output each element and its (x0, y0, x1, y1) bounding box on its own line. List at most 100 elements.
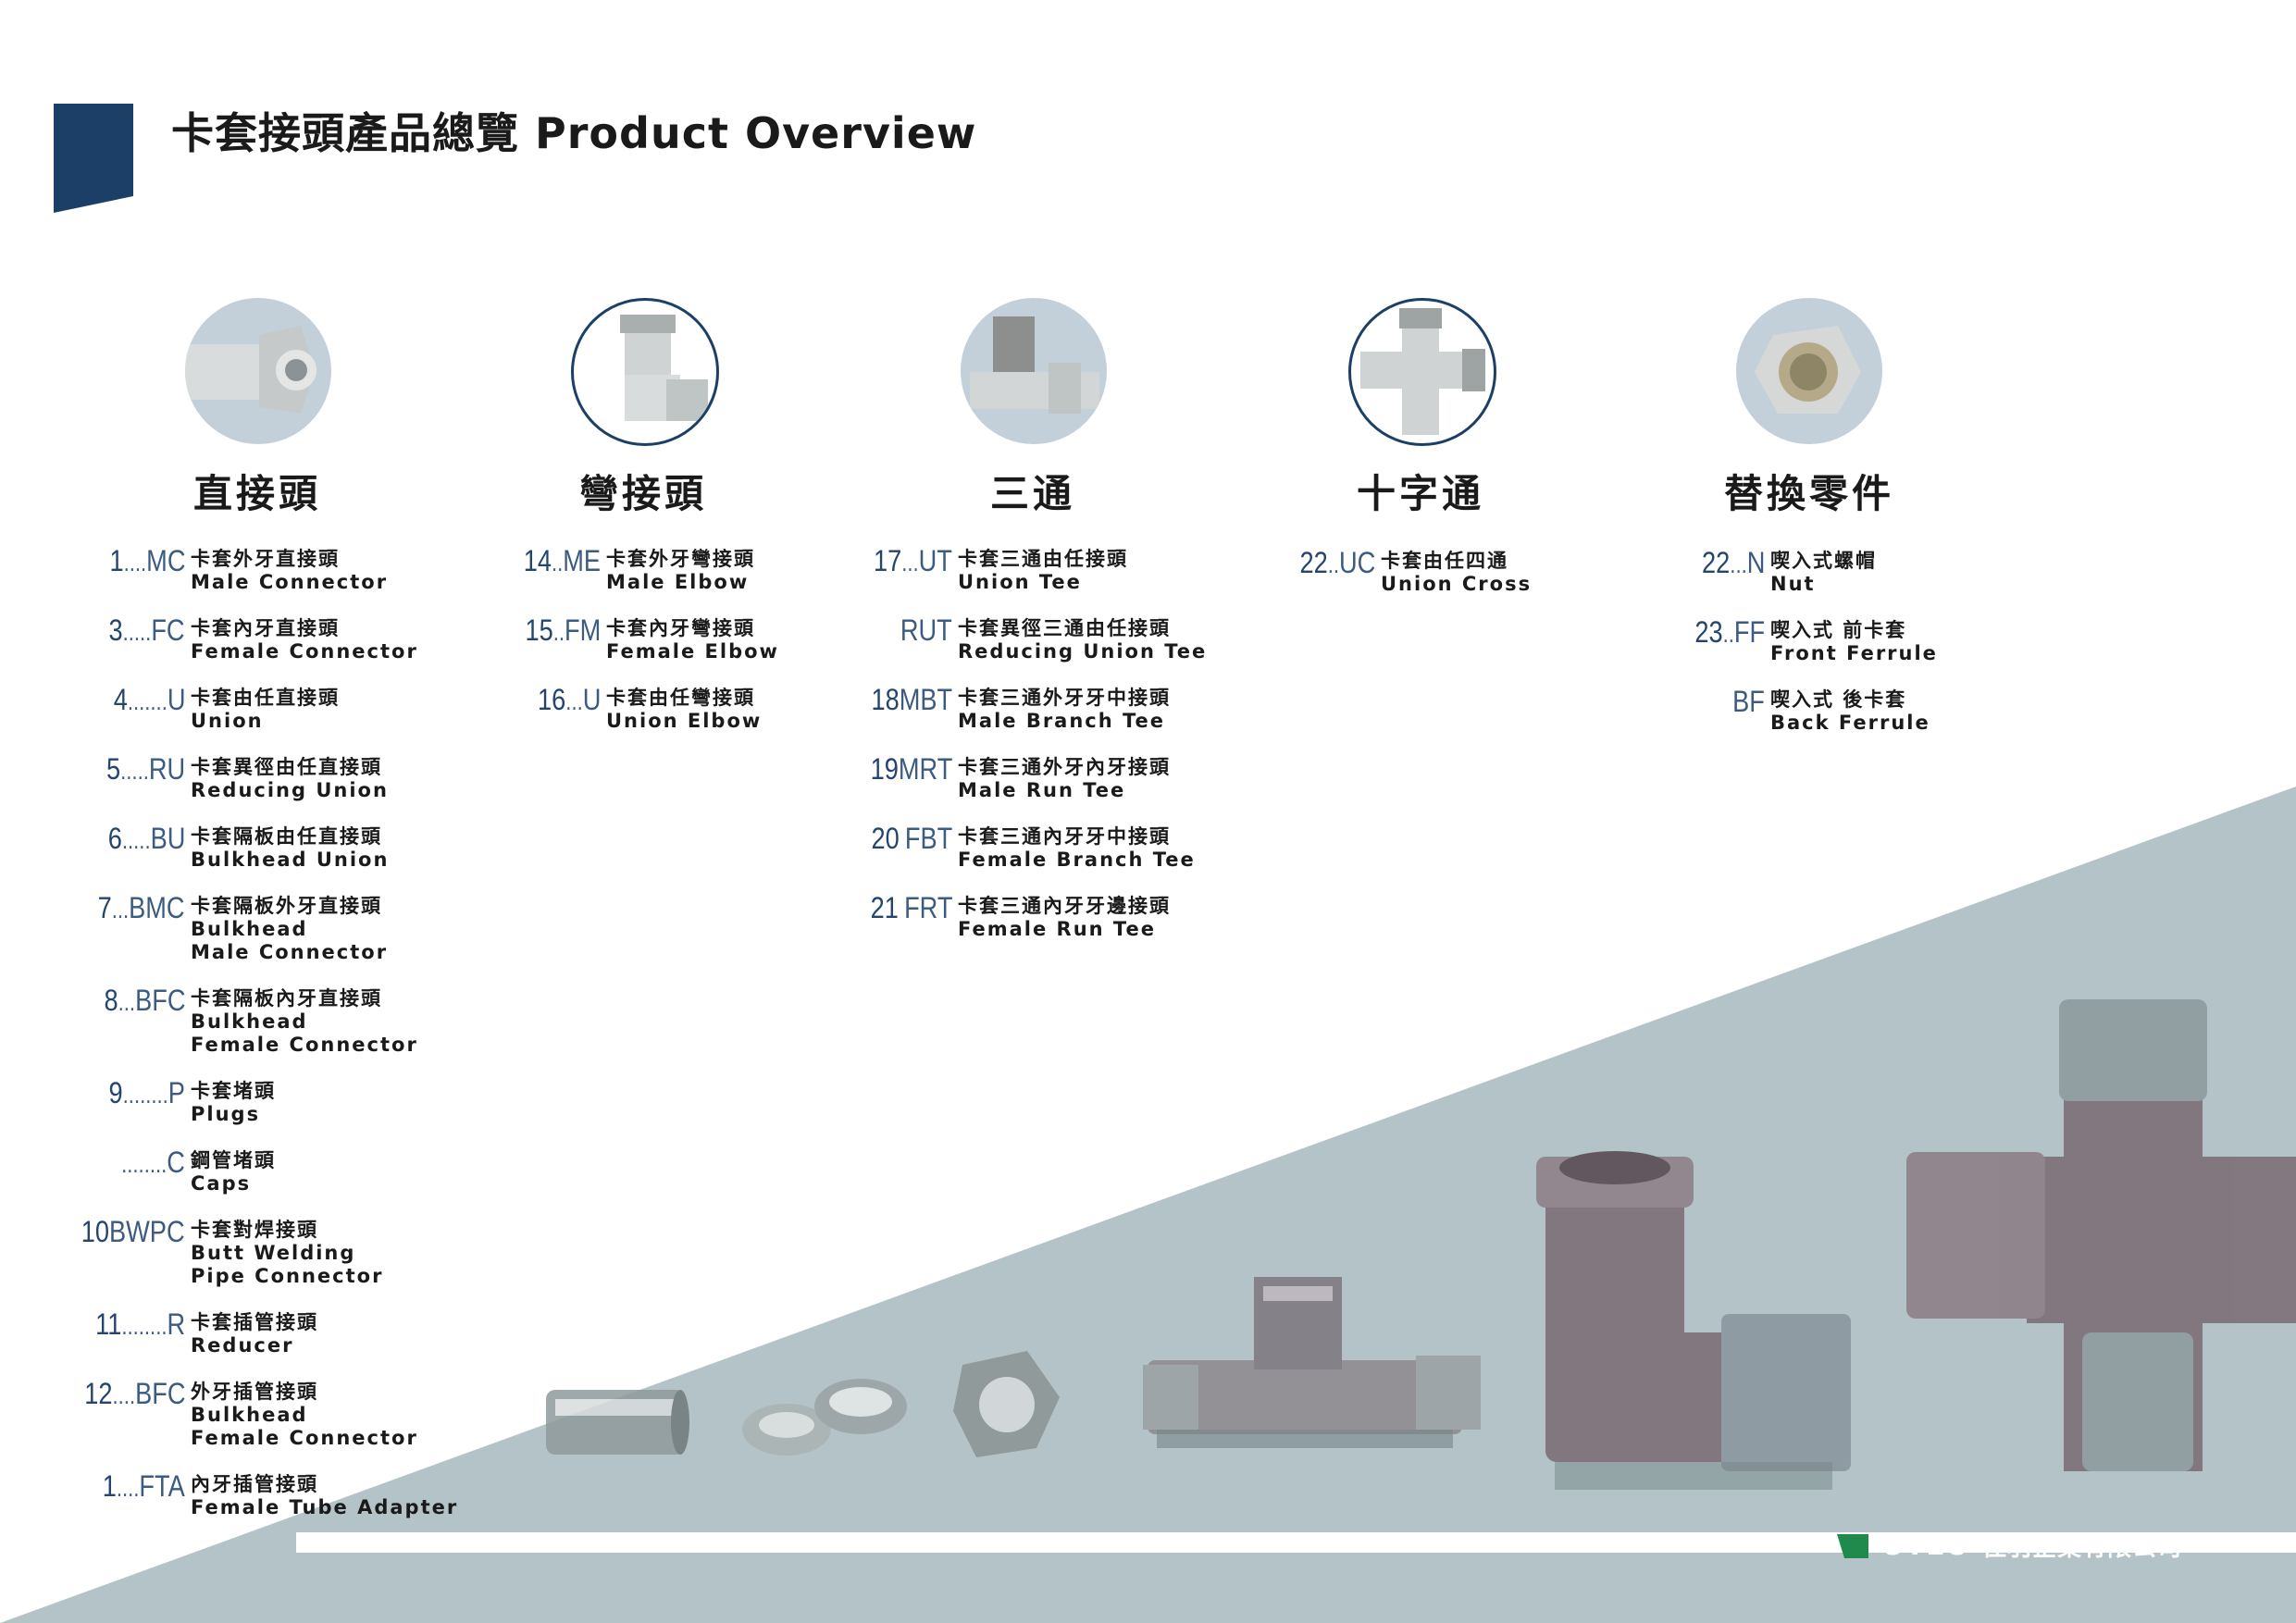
list-item: 18MBT 卡套三通外牙牙中接頭 Male Branch Tee (871, 683, 1171, 733)
item-code: 20 FBT (871, 822, 952, 855)
item-code: 23..FF (1694, 615, 1765, 649)
item-zh-label: 喫入式 前卡套 (1770, 619, 1907, 641)
item-en-label: Male Branch Tee (958, 710, 1166, 732)
item-en-label: Caps (191, 1172, 252, 1195)
item-code: 22...N (1701, 546, 1765, 579)
item-code: ........C (121, 1146, 185, 1179)
item-zh-label: 卡套隔板外牙直接頭 (191, 895, 382, 917)
item-zh-label: 喫入式螺帽 (1770, 550, 1877, 572)
item-en-label: Reducing Union Tee (958, 640, 1208, 663)
nut-icon (1755, 326, 1861, 414)
item-code: 10BWPC (81, 1215, 185, 1248)
item-zh-label: 卡套異徑三通由任接頭 (958, 617, 1171, 639)
item-en-label: Reducer (191, 1334, 294, 1357)
item-en-label: Union (191, 710, 264, 732)
replacement-parts-thumb (1736, 298, 1882, 444)
item-zh-label: 喫入式 後卡套 (1770, 688, 1907, 711)
item-en-label: Union Cross (1381, 573, 1533, 595)
item-en-label: Female Connector (191, 1427, 418, 1449)
item-en-label: Nut (1770, 573, 1816, 595)
elbow-icon (620, 315, 708, 421)
item-code: 7...BMC (98, 891, 185, 924)
list-item: 5.....RU 卡套異徑由任直接頭 Reducing Union (106, 752, 389, 802)
item-code: 8...BFC (104, 984, 185, 1017)
item-zh-label: 卡套三通外牙牙中接頭 (958, 687, 1171, 709)
list-item: 7...BMC 卡套隔板外牙直接頭 Bulkhead Male Connecto… (98, 891, 389, 964)
item-zh-label: 卡套三通外牙內牙接頭 (958, 756, 1171, 778)
item-en-label: Bulkhead (191, 918, 308, 940)
item-code: 1....MC (109, 544, 185, 577)
item-code: 22..UC (1299, 546, 1375, 579)
list-item: 20 FBT 卡套三通內牙牙中接頭 Female Branch Tee (871, 822, 1196, 872)
category-heading-parts: 替換零件 (1723, 471, 1894, 516)
item-code: 15..FM (525, 613, 601, 647)
item-zh-label: 鋼管堵頭 (191, 1149, 276, 1171)
item-code: 19MRT (870, 752, 952, 786)
item-zh-label: 卡套隔板內牙直接頭 (191, 987, 382, 1010)
cross-thumb (1348, 298, 1496, 446)
item-zh-label: 卡套對焊接頭 (191, 1219, 318, 1241)
category-heading-elbow: 彎接頭 (578, 471, 707, 516)
item-code: 12....BFC (83, 1377, 185, 1410)
list-item: 8...BFC 卡套隔板內牙直接頭 Bulkhead Female Connec… (104, 984, 418, 1057)
item-en-label: Union Tee (958, 571, 1082, 593)
straight-connector-icon (185, 326, 316, 414)
item-zh-label: 卡套插管接頭 (191, 1311, 318, 1333)
item-en-label: Bulkhead (191, 1010, 308, 1033)
cross-icon (1360, 308, 1485, 435)
elbow-thumb (571, 298, 719, 446)
list-item: 14..ME 卡套外牙彎接頭 Male Elbow (524, 544, 755, 594)
item-zh-label: 卡套外牙直接頭 (191, 548, 340, 570)
list-item: 17...UT 卡套三通由任接頭 Union Tee (874, 544, 1128, 594)
item-zh-label: 外牙插管接頭 (191, 1381, 318, 1403)
item-zh-label: 卡套三通由任接頭 (958, 548, 1128, 570)
item-code: 3.....FC (108, 613, 185, 647)
list-item: 11........R 卡套插管接頭 Reducer (95, 1307, 318, 1357)
item-en-label: Male Connector (191, 571, 389, 593)
list-item: 16...U 卡套由任彎接頭 Union Elbow (538, 683, 762, 733)
item-en-label: Female Run Tee (958, 918, 1156, 940)
item-en-label: Pipe Connector (191, 1265, 384, 1287)
list-item: 1....MC 卡套外牙直接頭 Male Connector (109, 544, 389, 594)
list-item: 19MRT 卡套三通外牙內牙接頭 Male Run Tee (870, 752, 1171, 802)
item-code: 5.....RU (105, 752, 185, 786)
item-en-label: Male Elbow (606, 571, 750, 593)
item-en-label: Male Connector (191, 941, 389, 963)
item-en-label: Bulkhead Union (191, 849, 390, 871)
item-code: 17...UT (874, 544, 952, 577)
list-item: 9........P 卡套堵頭 Plugs (109, 1076, 276, 1126)
tee-icon (970, 316, 1099, 414)
item-code: 1....FTA (102, 1469, 185, 1503)
category-heading-cross: 十字通 (1356, 471, 1484, 516)
item-code: BF (1732, 685, 1765, 718)
item-en-label: Female Tube Adapter (191, 1496, 459, 1518)
tee-thumb (961, 298, 1107, 444)
item-en-label: Butt Welding (191, 1242, 356, 1264)
list-item: RUT 卡套異徑三通由任接頭 Reducing Union Tee (900, 613, 1208, 663)
item-en-label: Female Branch Tee (958, 849, 1196, 871)
item-code: 14..ME (523, 544, 601, 577)
item-en-label: Front Ferrule (1770, 642, 1938, 664)
item-zh-label: 卡套三通內牙牙邊接頭 (958, 895, 1171, 917)
item-zh-label: 卡套內牙直接頭 (191, 617, 340, 639)
item-code: 21 FRT (870, 891, 952, 924)
item-zh-label: 卡套異徑由任直接頭 (191, 756, 382, 778)
straight-connector-thumb (185, 298, 331, 444)
item-en-label: Female Connector (191, 1034, 418, 1056)
item-en-label: Bulkhead (191, 1404, 308, 1426)
list-item: 22..UC 卡套由任四通 Union Cross (1299, 546, 1533, 596)
item-en-label: Female Connector (191, 640, 418, 663)
brand-mark-icon (1837, 1533, 1868, 1558)
item-zh-label: 內牙插管接頭 (191, 1473, 318, 1495)
item-en-label: Female Elbow (606, 640, 779, 663)
list-item: 1....FTA 內牙插管接頭 Female Tube Adapter (103, 1469, 459, 1519)
item-code: 4.......U (113, 683, 185, 716)
list-item: 10BWPC 卡套對焊接頭 Butt Welding Pipe Connecto… (81, 1215, 384, 1288)
company-name: 佳羽企業有限公司 (1981, 1534, 2182, 1562)
page-title: 卡套接頭產品總覽 Product Overview (171, 108, 977, 158)
item-zh-label: 卡套由任彎接頭 (606, 687, 755, 709)
category-heading-straight: 直接頭 (192, 471, 321, 516)
item-en-label: Male Run Tee (958, 779, 1126, 801)
item-code: 9........P (108, 1076, 185, 1109)
